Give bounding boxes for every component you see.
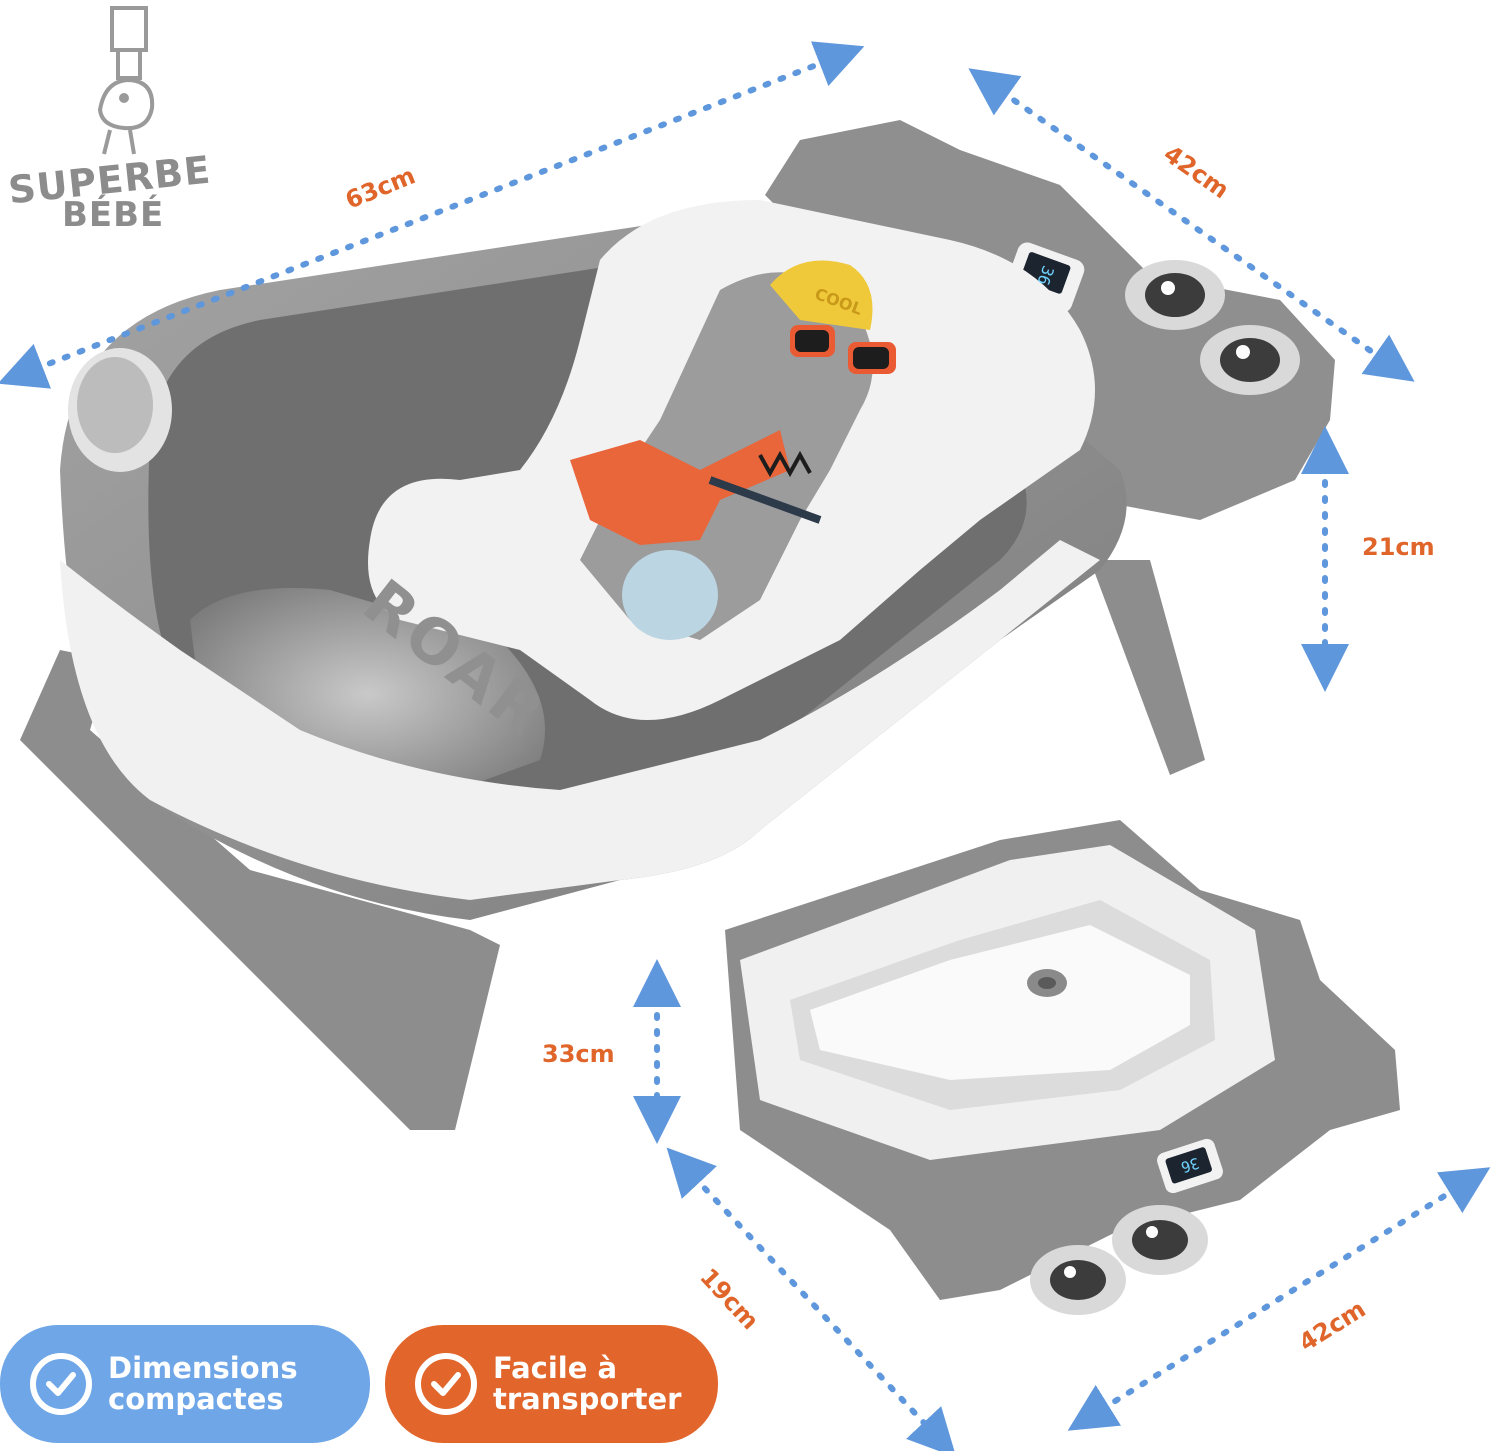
badge-transport-line2: transporter	[493, 1382, 682, 1416]
check-circle-icon	[415, 1353, 477, 1415]
dimension-arrow-length	[0, 41, 865, 389]
badge-transport: Facile à transporter	[385, 1325, 718, 1443]
badge-compact-line2: compactes	[108, 1382, 284, 1416]
dimension-arrow-folded-depth	[666, 1147, 957, 1451]
check-circle-icon	[30, 1353, 92, 1415]
dimension-arrow-width	[968, 68, 1415, 382]
badge-compact: Dimensions compactes	[0, 1325, 370, 1443]
label-folded-height: 33cm	[542, 1040, 615, 1068]
badge-transport-line1: Facile à	[493, 1351, 618, 1385]
logo-figure	[97, 6, 155, 155]
dimension-arrow-folded-width	[1067, 1167, 1491, 1431]
brand-logo-line2: BÉBÉ	[62, 195, 165, 235]
label-height: 21cm	[1362, 533, 1435, 561]
bathtub-folded	[725, 820, 1400, 1315]
badge-compact-line1: Dimensions	[108, 1351, 298, 1385]
